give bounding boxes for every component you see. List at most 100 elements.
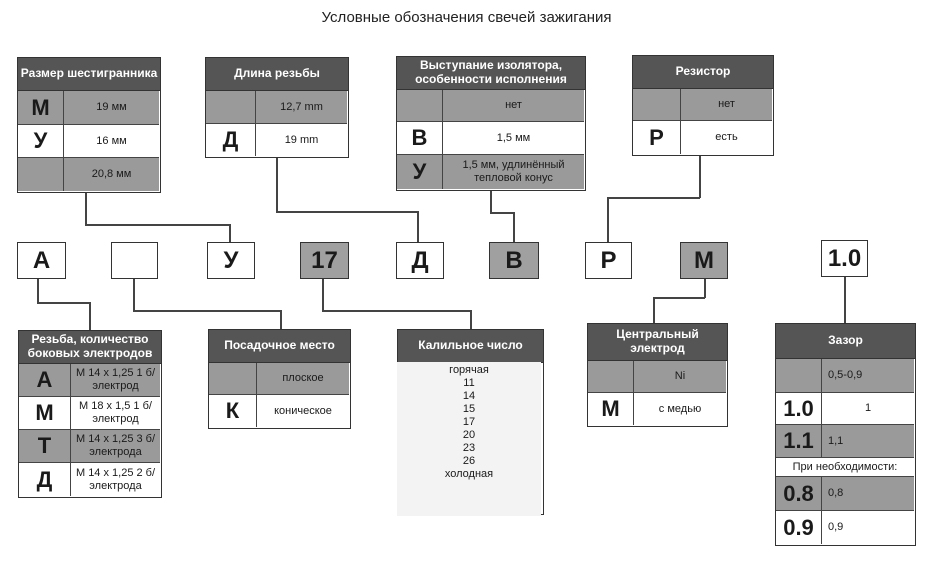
designation-hex-box: У [207, 242, 255, 279]
row-code [209, 363, 257, 394]
row-value: М 18 х 1,5 1 б/электрод [79, 400, 152, 425]
table-row: Т М 14 х 1,25 3 б/электрода [19, 430, 160, 463]
row-value: М 14 х 1,25 3 б/электрода [75, 433, 156, 458]
table-row: В 1,5 мм [397, 122, 584, 155]
row-value: 0,8 [828, 487, 844, 500]
designation-insulator-box: В [489, 242, 539, 279]
row-value: 0,5-0,9 [828, 369, 863, 382]
row-value: 19 mm [284, 133, 319, 146]
row-code [18, 158, 64, 191]
hex-size-table: М 19 мм У 16 мм 20,8 мм [17, 90, 161, 193]
gap-header: Зазор [775, 323, 916, 359]
heat-range-list: горячая 11 14 15 17 20 23 26 холодная [397, 362, 541, 516]
designation-electrode-box: М [680, 242, 728, 279]
row-value: с медью [658, 402, 702, 415]
table-row: плоское [209, 363, 349, 395]
row-code: Т [19, 430, 71, 462]
row-value: нет [718, 98, 735, 111]
table-row: Ni [588, 361, 726, 393]
table-row: 1.0 1 [776, 393, 914, 425]
table-row: У 1,5 мм, удлинённый тепловой конус [397, 155, 584, 189]
insulator-header: Выступание изолятора, особенности исполн… [396, 56, 586, 90]
row-code: А [19, 364, 71, 396]
list-item: 26 [462, 455, 476, 467]
row-code [633, 89, 681, 120]
designation-length-box: Д [396, 242, 444, 279]
row-value: 20,8 мм [91, 168, 132, 181]
table-row: М 19 мм [18, 91, 159, 125]
row-value: 16 мм [96, 134, 127, 147]
list-item: 15 [462, 403, 476, 415]
row-code: М [18, 91, 64, 124]
designation-gap-box: 1.0 [821, 240, 868, 277]
table-row: 0.8 0,8 [776, 477, 914, 511]
table-row: М с медью [588, 393, 726, 425]
center-electrode-table: Ni М с медью [587, 360, 728, 427]
list-item: 14 [462, 390, 476, 402]
row-code [397, 90, 443, 121]
designation-heat-box: 17 [300, 242, 349, 279]
connector-line [653, 297, 705, 299]
connector-line [607, 197, 700, 199]
row-code: 0.9 [776, 511, 822, 544]
row-value: 19 мм [96, 101, 127, 114]
connector-line [89, 302, 91, 330]
connector-line [85, 192, 87, 224]
heat-range-header: Калильное число [397, 329, 544, 363]
table-row: 1.1 1,1 [776, 425, 914, 458]
table-row: нет [633, 89, 772, 121]
list-item: 20 [462, 429, 476, 441]
page-title: Условные обозначения свечей зажигания [321, 9, 612, 26]
row-value: 1 [864, 402, 872, 415]
row-code: У [397, 155, 443, 189]
connector-line [322, 279, 324, 310]
hex-size-header: Размер шестигранника [17, 57, 161, 91]
row-code: 0.8 [776, 477, 822, 510]
row-code [776, 359, 822, 392]
table-row: М М 18 х 1,5 1 б/электрод [19, 397, 160, 430]
row-code: Д [206, 124, 256, 156]
connector-line [417, 211, 419, 242]
connector-line [276, 211, 418, 213]
connector-line [37, 302, 90, 304]
connector-line [322, 310, 471, 312]
row-value: 1,5 мм, удлинённый тепловой конус [462, 159, 565, 184]
row-value: М 14 х 1,25 2 б/электрода [75, 466, 156, 492]
row-value: 1,1 [828, 434, 844, 447]
row-value: 1,5 мм [496, 131, 531, 144]
connector-line [490, 190, 492, 212]
list-item: холодная [444, 468, 494, 480]
row-code: Д [19, 463, 71, 496]
designation-resistor-box: Р [585, 242, 632, 279]
designation-seat-box [111, 242, 158, 279]
row-code: Р [633, 121, 681, 154]
connector-line [844, 276, 846, 324]
row-value: есть [715, 131, 738, 144]
gap-table: 0,5-0,9 1.0 1 1.1 1,1 При необходимости:… [775, 358, 916, 546]
connector-line [607, 197, 609, 242]
thread-length-header: Длина резьбы [205, 57, 349, 91]
connector-line [85, 224, 230, 226]
row-value: М 14 х 1,25 1 б/электрод [75, 367, 156, 392]
row-code [588, 361, 634, 392]
row-value: 12,7 mm [280, 100, 323, 113]
resistor-header: Резистор [632, 55, 774, 89]
resistor-table: нет Р есть [632, 88, 774, 156]
row-code: 1.1 [776, 425, 822, 457]
connector-line [653, 297, 655, 323]
row-code: У [18, 125, 64, 157]
list-item: 17 [462, 416, 476, 428]
table-row: 0.9 0,9 [776, 511, 914, 544]
list-item: 11 [463, 377, 475, 389]
connector-line [490, 212, 514, 214]
row-code [206, 91, 256, 123]
table-row: Д 19 mm [206, 124, 347, 156]
table-row: Д М 14 х 1,25 2 б/электрода [19, 463, 160, 496]
thread-header: Резьба, количество боковых электродов [18, 330, 162, 364]
insulator-table: нет В 1,5 мм У 1,5 мм, удлинённый теплов… [396, 89, 586, 191]
gap-note: При необходимости: [776, 458, 914, 477]
center-electrode-header: Центральный электрод [587, 323, 728, 361]
connector-line [133, 310, 281, 312]
row-code: 1.0 [776, 393, 822, 424]
thread-table: А М 14 х 1,25 1 б/электрод М М 18 х 1,5 … [18, 363, 162, 498]
